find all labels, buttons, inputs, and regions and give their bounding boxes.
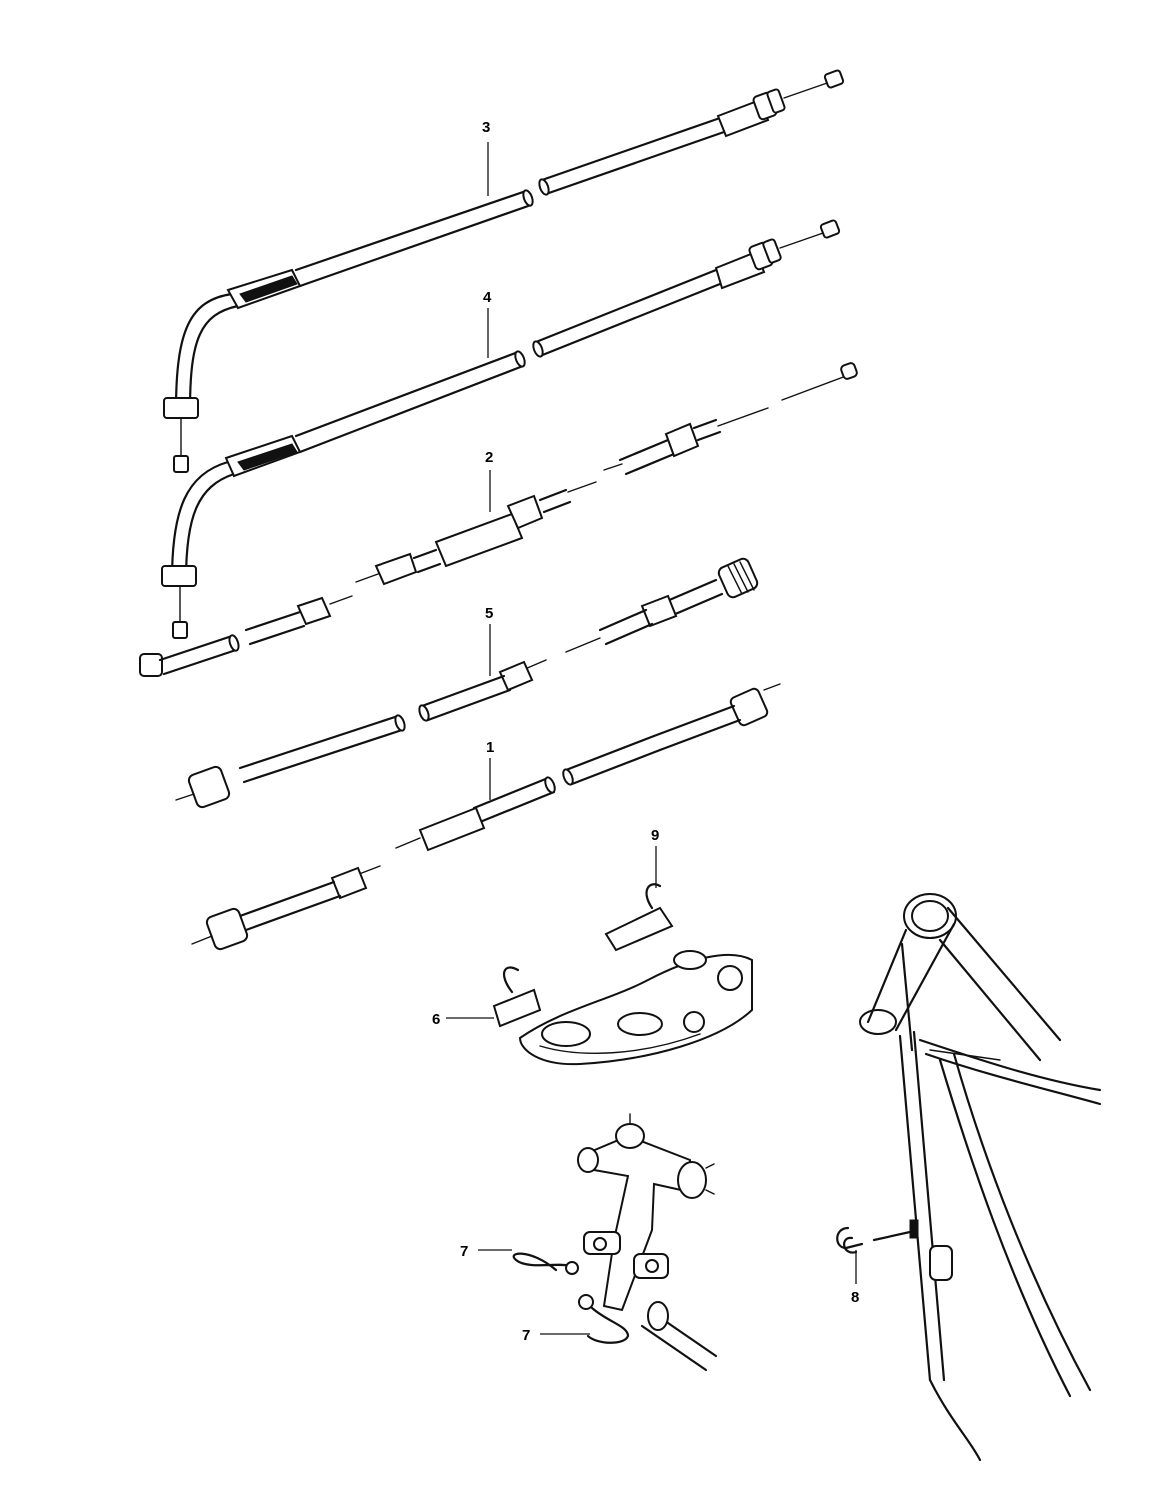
cable-1	[191, 683, 781, 951]
wire-clip	[586, 1306, 630, 1344]
cable-3	[163, 69, 845, 473]
frame-head	[836, 893, 1102, 1462]
callout-9: 9	[651, 827, 659, 844]
wire-clip	[512, 1252, 572, 1272]
callout-7-upper: 7	[460, 1243, 468, 1260]
knurled-nut	[729, 687, 769, 727]
fork-bridge	[512, 1113, 718, 1372]
cable-clip	[492, 988, 542, 1028]
cable-end-nipple	[172, 621, 188, 639]
handlebar-clamp	[492, 883, 753, 1066]
callout-5: 5	[485, 605, 493, 622]
callout-leaders	[446, 142, 857, 1335]
clamp-bore	[617, 1012, 663, 1036]
callout-7-lower: 7	[522, 1327, 530, 1344]
cable-5	[175, 557, 759, 809]
adjuster-nut	[163, 397, 199, 419]
elbow-fitting	[139, 653, 163, 677]
adjuster-nut	[161, 565, 197, 587]
callout-6: 6	[432, 1011, 440, 1028]
callout-3: 3	[482, 119, 490, 136]
cable-end-nipple	[819, 219, 841, 239]
callout-labels: 3 4 2 5 1 9 6 7 7 8	[432, 119, 859, 1344]
callout-4: 4	[483, 289, 492, 306]
callout-1: 1	[486, 739, 494, 756]
callout-2: 2	[485, 449, 493, 466]
clamp-bore	[541, 1021, 591, 1047]
cable-end-nipple	[173, 455, 189, 473]
cable-clip	[604, 906, 674, 952]
knurled-nut	[717, 557, 759, 599]
callout-8: 8	[851, 1289, 859, 1306]
cable-2	[139, 362, 858, 677]
cable-end-nipple	[840, 362, 858, 380]
knurled-nut	[205, 907, 249, 951]
cable-4	[161, 219, 841, 639]
knurled-nut	[187, 765, 231, 809]
cable-end-nipple	[823, 69, 845, 89]
